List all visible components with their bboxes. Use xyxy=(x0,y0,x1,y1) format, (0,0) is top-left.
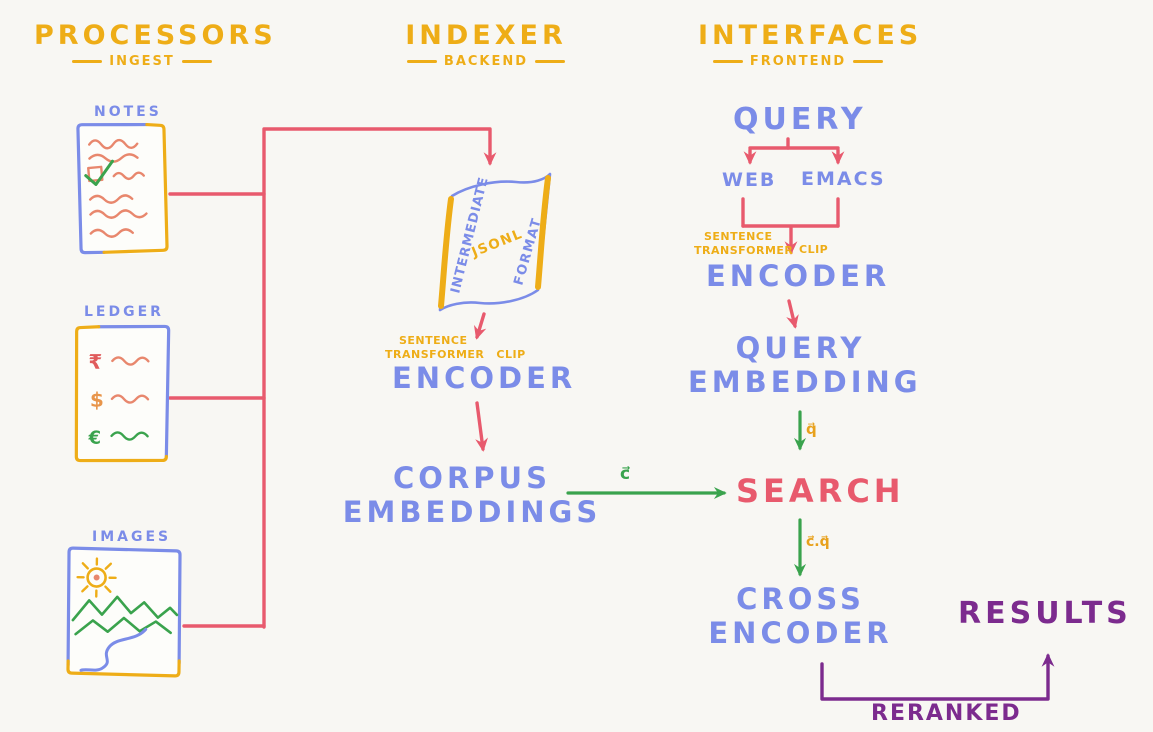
processors-subtitle: INGEST xyxy=(109,54,175,69)
cross-encoder-label: CROSS ENCODER xyxy=(688,582,913,650)
processors-header: PROCESSORS INGEST xyxy=(34,20,277,69)
query-embedding-label: QUERY EMBEDDING xyxy=(688,331,922,400)
crossencoder-to-results-arrow xyxy=(820,653,1055,701)
corpus-embeddings-label: CORPUS EMBEDDINGS xyxy=(342,461,602,529)
indexer-flow-arrows xyxy=(473,312,488,452)
ledger-card: ₹ $ € xyxy=(74,324,171,463)
indexer-model-line1: SENTENCE xyxy=(399,334,468,347)
river-icon xyxy=(79,627,148,672)
images-card-label: IMAGES xyxy=(92,529,172,545)
cross-encoder-line1: CROSS xyxy=(736,582,865,616)
encoder-to-embedding-arrow xyxy=(786,299,799,329)
jsonl-scroll: INTERMEDIATE JSONL FORMAT xyxy=(438,172,552,312)
processors-title: PROCESSORS xyxy=(34,20,277,51)
indexer-header: INDEXER BACKEND xyxy=(398,20,574,69)
images-card-paper xyxy=(66,548,182,677)
indexer-model-line2: TRANSFORMER CLIP xyxy=(385,348,526,362)
corpus-vector-label: c⃗ xyxy=(620,464,631,484)
rupee-symbol: ₹ xyxy=(88,350,102,374)
indexer-model-label: SENTENCE TRANSFORMER CLIP xyxy=(385,334,526,362)
indexer-model-clip: CLIP xyxy=(496,347,526,361)
interfaces-model-label: SENTENCE TRANSFORMER xyxy=(694,230,793,258)
indexer-model-transformer: TRANSFORMER xyxy=(385,347,485,361)
dollar-symbol: $ xyxy=(90,388,104,412)
emacs-label: EMACS xyxy=(801,168,886,190)
interfaces-subtitle-row: FRONTEND xyxy=(698,54,898,69)
similarity-label: c⃗.q⃗ xyxy=(806,534,830,550)
notes-card xyxy=(76,122,169,255)
interfaces-model-clip: CLIP xyxy=(799,243,829,256)
query-embedding-line2: EMBEDDING xyxy=(688,365,922,400)
clients-merge-arrows xyxy=(741,197,840,255)
notes-scribbles xyxy=(87,138,148,238)
ingest-flow-arrows xyxy=(168,127,497,629)
interfaces-model-line1: SENTENCE xyxy=(704,230,773,243)
indexer-subtitle-row: BACKEND xyxy=(398,54,574,69)
corpus-line1: CORPUS xyxy=(393,461,551,495)
search-label: SEARCH xyxy=(736,472,905,510)
interfaces-model-line2: TRANSFORMER xyxy=(694,243,794,257)
euro-symbol: € xyxy=(87,428,101,449)
query-label: QUERY xyxy=(733,102,867,137)
processors-subtitle-row: INGEST xyxy=(34,54,250,69)
query-vector-label: q⃗ xyxy=(806,420,817,438)
interfaces-title: INTERFACES xyxy=(698,20,923,51)
sun-icon xyxy=(76,557,117,598)
reranked-label: RERANKED xyxy=(871,701,1022,726)
ledger-card-label: LEDGER xyxy=(84,304,164,320)
corpus-line2: EMBEDDINGS xyxy=(342,495,602,530)
query-embedding-line1: QUERY xyxy=(735,331,866,365)
interfaces-subtitle: FRONTEND xyxy=(749,54,847,69)
indexer-subtitle: BACKEND xyxy=(443,54,529,69)
query-split-arrows xyxy=(743,137,845,165)
results-label: RESULTS xyxy=(958,596,1132,631)
indexer-title: INDEXER xyxy=(405,20,567,51)
images-card xyxy=(66,546,182,678)
interfaces-encoder-label: ENCODER xyxy=(706,259,891,293)
mountains-icon xyxy=(71,595,179,636)
notes-card-label: NOTES xyxy=(94,104,162,120)
notes-checkbox xyxy=(87,165,104,183)
interfaces-header: INTERFACES FRONTEND xyxy=(698,20,923,69)
indexer-encoder-label: ENCODER xyxy=(392,361,577,395)
notes-checkmark-icon xyxy=(84,159,115,186)
web-label: WEB xyxy=(722,169,777,191)
cross-encoder-line2: ENCODER xyxy=(708,616,893,651)
